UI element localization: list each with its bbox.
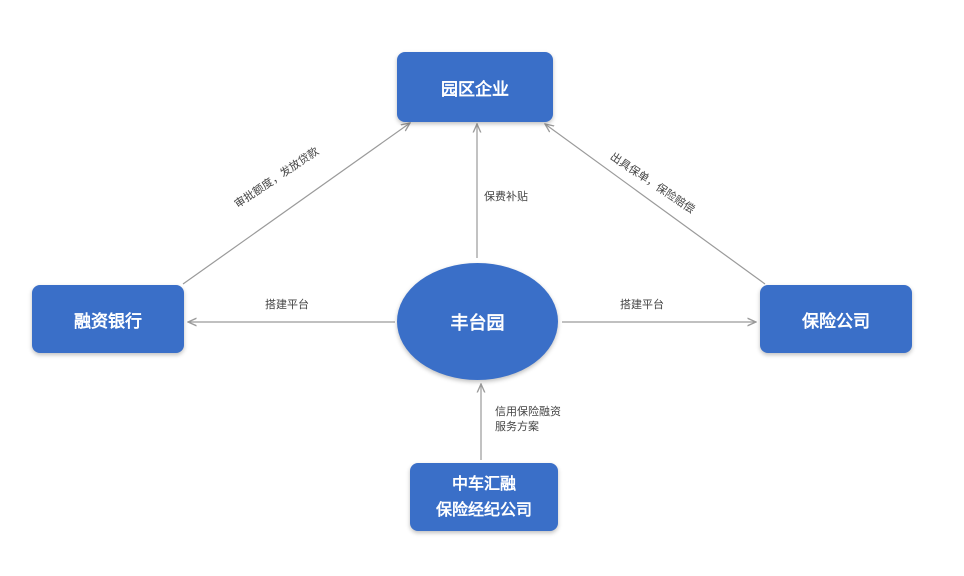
node-insurance-company: 保险公司	[760, 285, 912, 353]
node-park-enterprise: 园区企业	[397, 52, 553, 122]
label-park-to-insurer: 搭建平台	[620, 298, 664, 311]
label-park-to-enterprise: 保费补贴	[484, 190, 528, 203]
edge-insurer-to-enterprise	[545, 124, 766, 285]
label-broker-to-park: 信用保险融资 服务方案	[495, 404, 585, 434]
node-fengtai-park: 丰台园	[397, 263, 558, 380]
edge-bank-to-enterprise	[182, 123, 410, 285]
label-broker-line2: 服务方案	[495, 420, 539, 433]
node-insurance-broker: 中车汇融 保险经纪公司	[410, 463, 558, 531]
broker-name-line1: 中车汇融	[451, 474, 516, 493]
broker-name-line2: 保险经纪公司	[435, 500, 532, 519]
node-finance-bank: 融资银行	[32, 285, 184, 353]
label-broker-line1: 信用保险融资	[495, 405, 561, 418]
label-park-to-bank: 搭建平台	[265, 298, 309, 311]
